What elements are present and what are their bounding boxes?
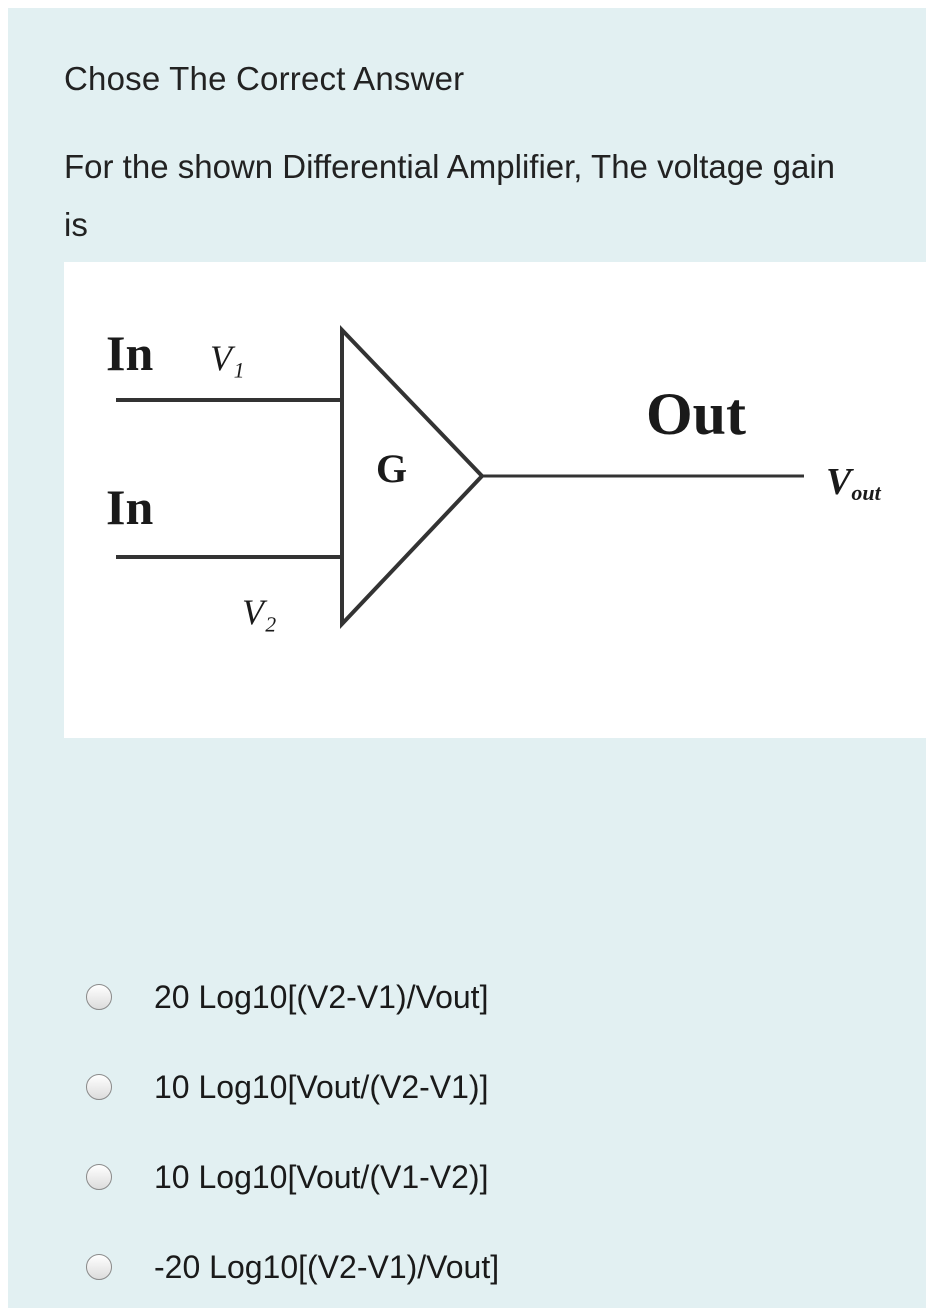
radio-button[interactable] — [86, 1254, 112, 1280]
answer-option[interactable]: 20 Log10[(V2-V1)/Vout] — [86, 952, 866, 1042]
answer-option[interactable]: 10 Log10[Vout/(V2-V1)] — [86, 1042, 866, 1132]
output-signal-main: V — [826, 461, 854, 503]
answer-option-label: 10 Log10[Vout/(V2-V1)] — [154, 1068, 489, 1105]
input-top-label: In — [106, 325, 153, 381]
answer-option-label: 10 Log10[Vout/(V1-V2)] — [154, 1158, 489, 1195]
output-signal: Vout — [826, 461, 882, 505]
input-top-signal: V₁ — [210, 338, 245, 378]
output-signal-sub: out — [851, 480, 881, 505]
answer-option[interactable]: -20 Log10[(V2-V1)/Vout] — [86, 1222, 866, 1312]
input-bottom-signal: V₂ — [242, 592, 277, 632]
amplifier-gain-label: G — [376, 446, 407, 491]
answer-option[interactable]: 10 Log10[Vout/(V1-V2)] — [86, 1132, 866, 1222]
amplifier-triangle — [340, 325, 485, 630]
amplifier-diagram: In V₁ In V₂ G Out Vout — [64, 262, 926, 738]
question-card: Chose The Correct Answer For the shown D… — [8, 8, 926, 1308]
input-bottom-label: In — [106, 479, 153, 535]
answer-option-label: -20 Log10[(V2-V1)/Vout] — [154, 1248, 500, 1285]
answer-option-label: 20 Log10[(V2-V1)/Vout] — [154, 978, 489, 1015]
radio-button[interactable] — [86, 1164, 112, 1190]
amplifier-diagram-svg: In V₁ In V₂ G Out Vout — [106, 325, 882, 632]
radio-button[interactable] — [86, 984, 112, 1010]
answer-options: 20 Log10[(V2-V1)/Vout] 10 Log10[Vout/(V2… — [86, 952, 866, 1312]
page-title: Chose The Correct Answer — [64, 60, 465, 97]
radio-button[interactable] — [86, 1074, 112, 1100]
question-text: For the shown Differential Amplifier, Th… — [64, 148, 836, 243]
output-label: Out — [646, 381, 746, 447]
